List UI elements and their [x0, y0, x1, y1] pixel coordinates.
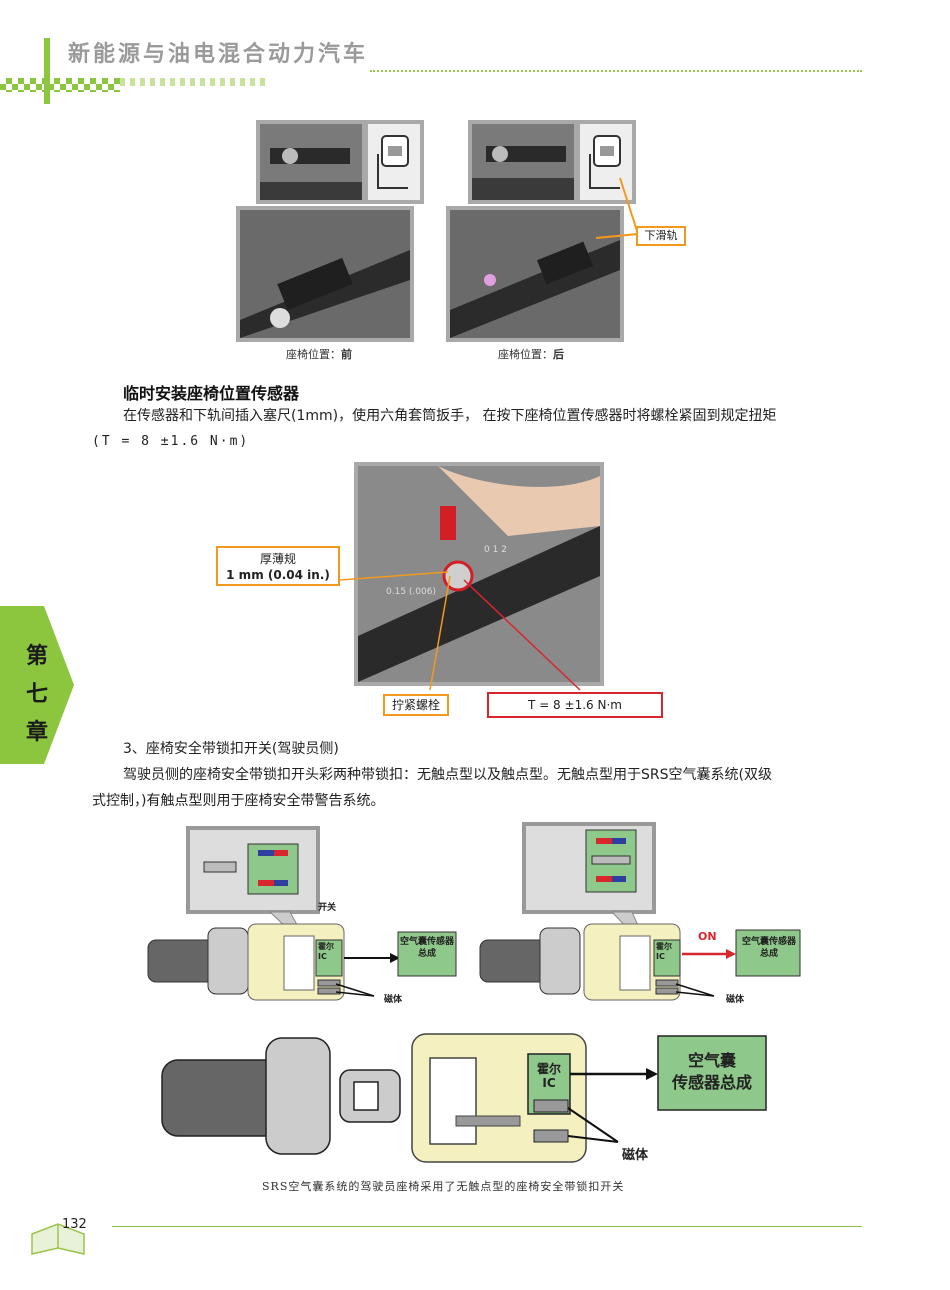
buckle-switch-diagrams-small	[147, 822, 801, 1001]
chapter-char-3: 章	[26, 720, 49, 745]
seat-rail-rear-image	[450, 210, 620, 338]
section1-body-line1: 在传感器和下轨间插入塞尺(1mm)，使用六角套筒扳手， 在按下座椅位置传感器时将…	[123, 408, 777, 424]
header-accent-bar	[44, 38, 50, 104]
torque-label: T = 8 ±1.6 N·m	[487, 692, 663, 718]
on-label: ON	[698, 930, 717, 943]
photo-front-main	[236, 206, 414, 342]
sensor-diagram-rear-icon	[589, 135, 621, 189]
header-dotted-line	[370, 70, 862, 72]
footer-line	[112, 1226, 862, 1227]
diagram-rear-inset	[576, 120, 636, 204]
svg-text:0.15 (.006): 0.15 (.006)	[386, 587, 436, 597]
caption-front-value: 前	[341, 348, 352, 361]
feeler-gauge-install-image: 0.15 (.006) 0 1 2	[358, 466, 600, 682]
airbag-big-line2: 传感器总成	[671, 1073, 752, 1092]
svg-text:0 1 2: 0 1 2	[484, 545, 507, 555]
hall-ic-small-right: 霍尔IC	[656, 942, 672, 961]
header-title: 新能源与油电混合动力汽车	[68, 42, 369, 67]
header-checker-pattern	[0, 78, 120, 92]
photo-front-inset	[256, 120, 366, 204]
sensor-diagram-icon	[377, 135, 409, 189]
figure2-leader-lines	[339, 571, 581, 691]
seat-rail-front-image	[240, 210, 410, 338]
sensor-closeup-image	[260, 124, 362, 200]
figure3-caption: SRS空气囊系统的驾驶员座椅采用了无触点型的座椅安全带锁扣开关	[262, 1180, 625, 1193]
airbag-big: 空气囊 传感器总成	[658, 1050, 766, 1094]
chapter-tab	[0, 606, 74, 764]
section3-body-line1: 驾驶员侧的座椅安全带锁扣开头彩两种带锁扣：无触点型以及触点型。无触点型用于SRS…	[123, 767, 772, 783]
photo-rear-main	[446, 206, 624, 342]
caption-rear: 座椅位置：后	[498, 346, 564, 362]
airbag-small-right: 空气囊传感器总成	[741, 937, 796, 959]
buckle-switch-diagram-large	[161, 1033, 767, 1163]
section1-title: 临时安装座椅位置传感器	[123, 384, 300, 403]
hall-ic-small-left: 霍尔IC	[318, 942, 334, 961]
diagram-front-inset	[364, 120, 424, 204]
book-icon	[31, 1223, 85, 1255]
header-stripe-pattern	[120, 78, 270, 86]
magnet-label-big: 磁体	[622, 1148, 649, 1163]
magnet-label-left: 磁体	[384, 995, 403, 1005]
caption-rear-value: 后	[553, 348, 564, 361]
hall-ic-big-line1: 霍尔	[536, 1062, 561, 1076]
chapter-char-1: 第	[26, 644, 49, 669]
tighten-bolt-label: 拧紧螺栓	[383, 694, 449, 716]
figure-seat-position: 座椅位置：前 座椅位置：后 下滑轨	[236, 118, 696, 364]
airbag-big-line1: 空气囊	[687, 1051, 736, 1070]
caption-rear-prefix: 座椅位置：	[498, 348, 553, 361]
lower-rail-leader-lines	[595, 177, 639, 239]
section3-body-line2: 式控制，)有触点型则用于座椅安全带警告系统。	[92, 793, 385, 809]
lower-rail-label: 下滑轨	[636, 226, 686, 246]
page-number: 132	[62, 1217, 87, 1232]
section3-title: 3、座椅安全带锁扣开关(驾驶员侧)	[123, 741, 339, 757]
photo-rear-inset	[468, 120, 578, 204]
feeler-gauge-label-line2: 1 mm (0.04 in.)	[226, 568, 330, 582]
switch-label: 开关	[318, 903, 337, 913]
chapter-char-2: 七	[26, 682, 49, 707]
hall-ic-big-line2: IC	[542, 1076, 556, 1090]
feeler-gauge-label: 厚薄规 1 mm (0.04 in.)	[216, 546, 340, 586]
feeler-gauge-label-line1: 厚薄规	[259, 552, 296, 566]
caption-front-prefix: 座椅位置：	[286, 348, 341, 361]
caption-front: 座椅位置：前	[286, 346, 352, 362]
airbag-small-left: 空气囊传感器总成	[400, 937, 455, 959]
magnet-label-right: 磁体	[726, 995, 745, 1005]
hall-ic-big: 霍尔 IC	[528, 1062, 570, 1090]
section1-body-line2: (T = 8 ±1.6 N·m)	[92, 434, 250, 449]
sensor-closeup-rear-image	[472, 124, 574, 200]
photo-feeler-gauge: 0.15 (.006) 0 1 2	[354, 462, 604, 686]
